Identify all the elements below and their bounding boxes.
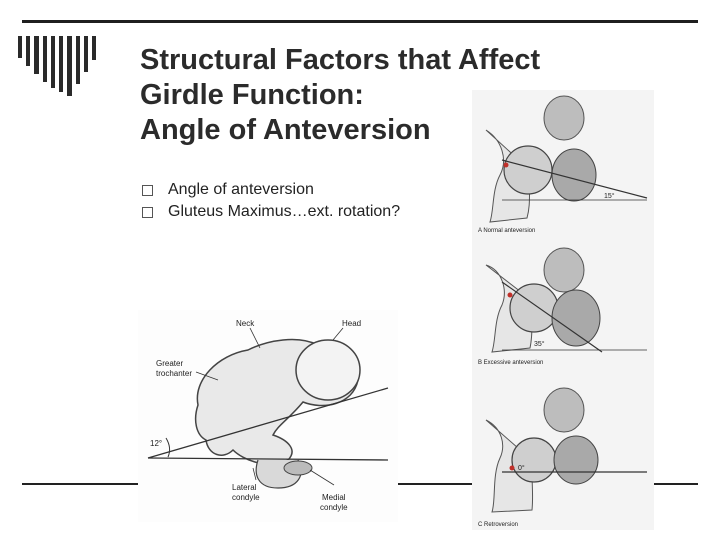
label-lateral-2: condyle	[232, 493, 260, 502]
panel-c: 0° C Retroversion	[478, 387, 647, 528]
title-line-3: Angle of Anteversion	[140, 114, 431, 146]
panel-a-caption: A Normal anteversion	[478, 228, 535, 234]
label-angle: 12°	[150, 439, 162, 448]
bullet-text: Angle of anteversion	[168, 181, 314, 198]
panel-a: 15° A Normal anteversion	[478, 95, 648, 234]
decorative-bars	[18, 36, 118, 96]
panel-c-caption: C Retroversion	[478, 522, 518, 528]
panel-b-angle: 35°	[534, 340, 545, 348]
bottom-rule-right	[654, 483, 698, 485]
bottom-rule-middle	[398, 483, 472, 485]
panel-b: 35° B Excessive anteversion	[478, 247, 647, 366]
panel-a-angle: 15°	[604, 192, 615, 200]
title-line-1: Structural Factors that Affect	[140, 44, 541, 76]
femur-illustration: Neck Head Greater trochanter 12° Lateral…	[138, 310, 398, 522]
slide-title: Structural Factors that Affect Girdle Fu…	[140, 43, 600, 148]
label-lateral: Lateral	[232, 483, 257, 492]
femur-diagram: Neck Head Greater trochanter 12° Lateral…	[147, 319, 389, 512]
label-neck: Neck	[236, 319, 255, 328]
bullet-list: Angle of anteversion Gluteus Maximus…ext…	[140, 179, 400, 223]
bullet-text: Gluteus Maximus…ext. rotation?	[168, 203, 401, 220]
checkbox-bullet-icon	[142, 206, 153, 218]
bullet-item: Gluteus Maximus…ext. rotation?	[140, 201, 400, 223]
label-head: Head	[342, 319, 361, 328]
label-trochanter: trochanter	[156, 369, 192, 378]
top-rule	[22, 20, 698, 23]
bottom-rule-left	[22, 483, 140, 485]
panel-c-angle: 0°	[518, 464, 525, 472]
label-greater: Greater	[156, 359, 183, 368]
bullet-item: Angle of anteversion	[140, 179, 400, 201]
checkbox-bullet-icon	[142, 184, 153, 196]
label-medial: Medial	[322, 493, 346, 502]
anteversion-panels-diagram: 15° A Normal anteversion 35° B Excessive…	[478, 95, 648, 528]
title-line-2: Girdle Function:	[140, 79, 364, 111]
label-medial-2: condyle	[320, 503, 348, 512]
anteversion-panels-illustration: 15° A Normal anteversion 35° B Excessive…	[472, 90, 654, 530]
panel-b-caption: B Excessive anteversion	[478, 360, 543, 366]
